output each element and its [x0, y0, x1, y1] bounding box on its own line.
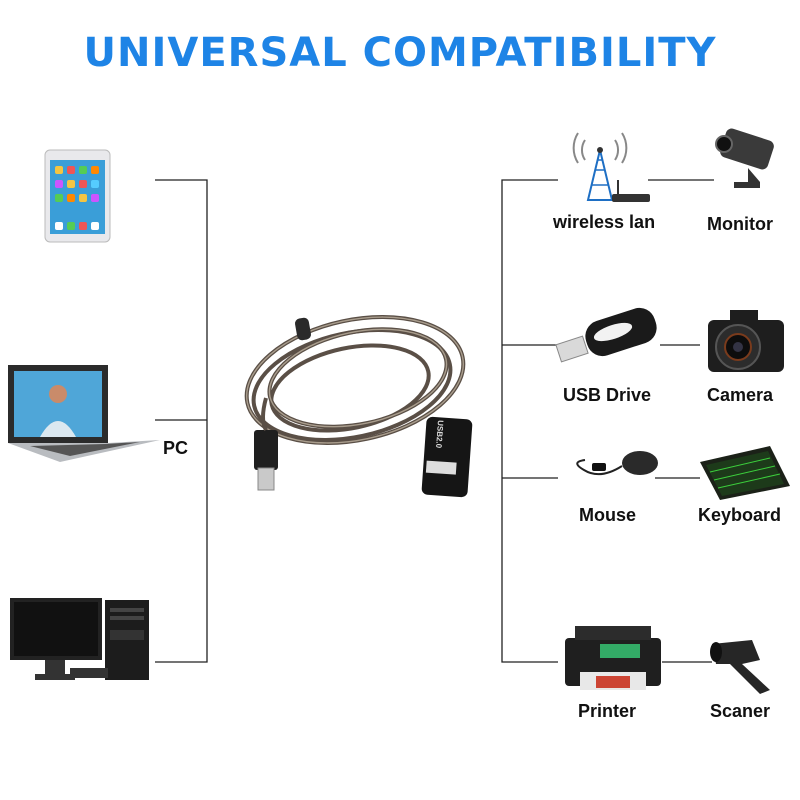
page-title: UNIVERSAL COMPATIBILITY [83, 30, 717, 76]
desktop-computer-icon [10, 598, 149, 680]
usb-flash-drive-icon [555, 307, 657, 363]
usb-extension-cable-icon: USB2.0 [244, 315, 473, 498]
mouse-icon [576, 451, 658, 476]
printer-icon [565, 626, 661, 690]
scanner-label: Scaner [710, 701, 771, 721]
printer-label: Printer [578, 701, 637, 721]
camera-label: Camera [707, 385, 774, 405]
connector-lines [155, 179, 714, 663]
laptop-icon [8, 365, 160, 462]
keyboard-icon [700, 446, 790, 500]
left-bracket-line [155, 179, 208, 663]
wireless-router-icon [572, 132, 650, 202]
keyboard-label: Keyboard [698, 505, 782, 525]
mouse-label: Mouse [579, 505, 637, 525]
pc-label: PC [163, 438, 189, 458]
tablet-icon [44, 149, 111, 243]
dslr-camera-icon [708, 310, 784, 372]
barcode-scanner-icon [710, 640, 770, 694]
monitor-label: Monitor [707, 214, 773, 234]
cable-connector-text: USB2.0 [434, 420, 445, 449]
wireless-lan-label: wireless lan [553, 212, 656, 232]
right-bracket-line [501, 179, 558, 663]
security-camera-icon [715, 128, 774, 188]
usb-drive-label: USB Drive [563, 385, 652, 405]
